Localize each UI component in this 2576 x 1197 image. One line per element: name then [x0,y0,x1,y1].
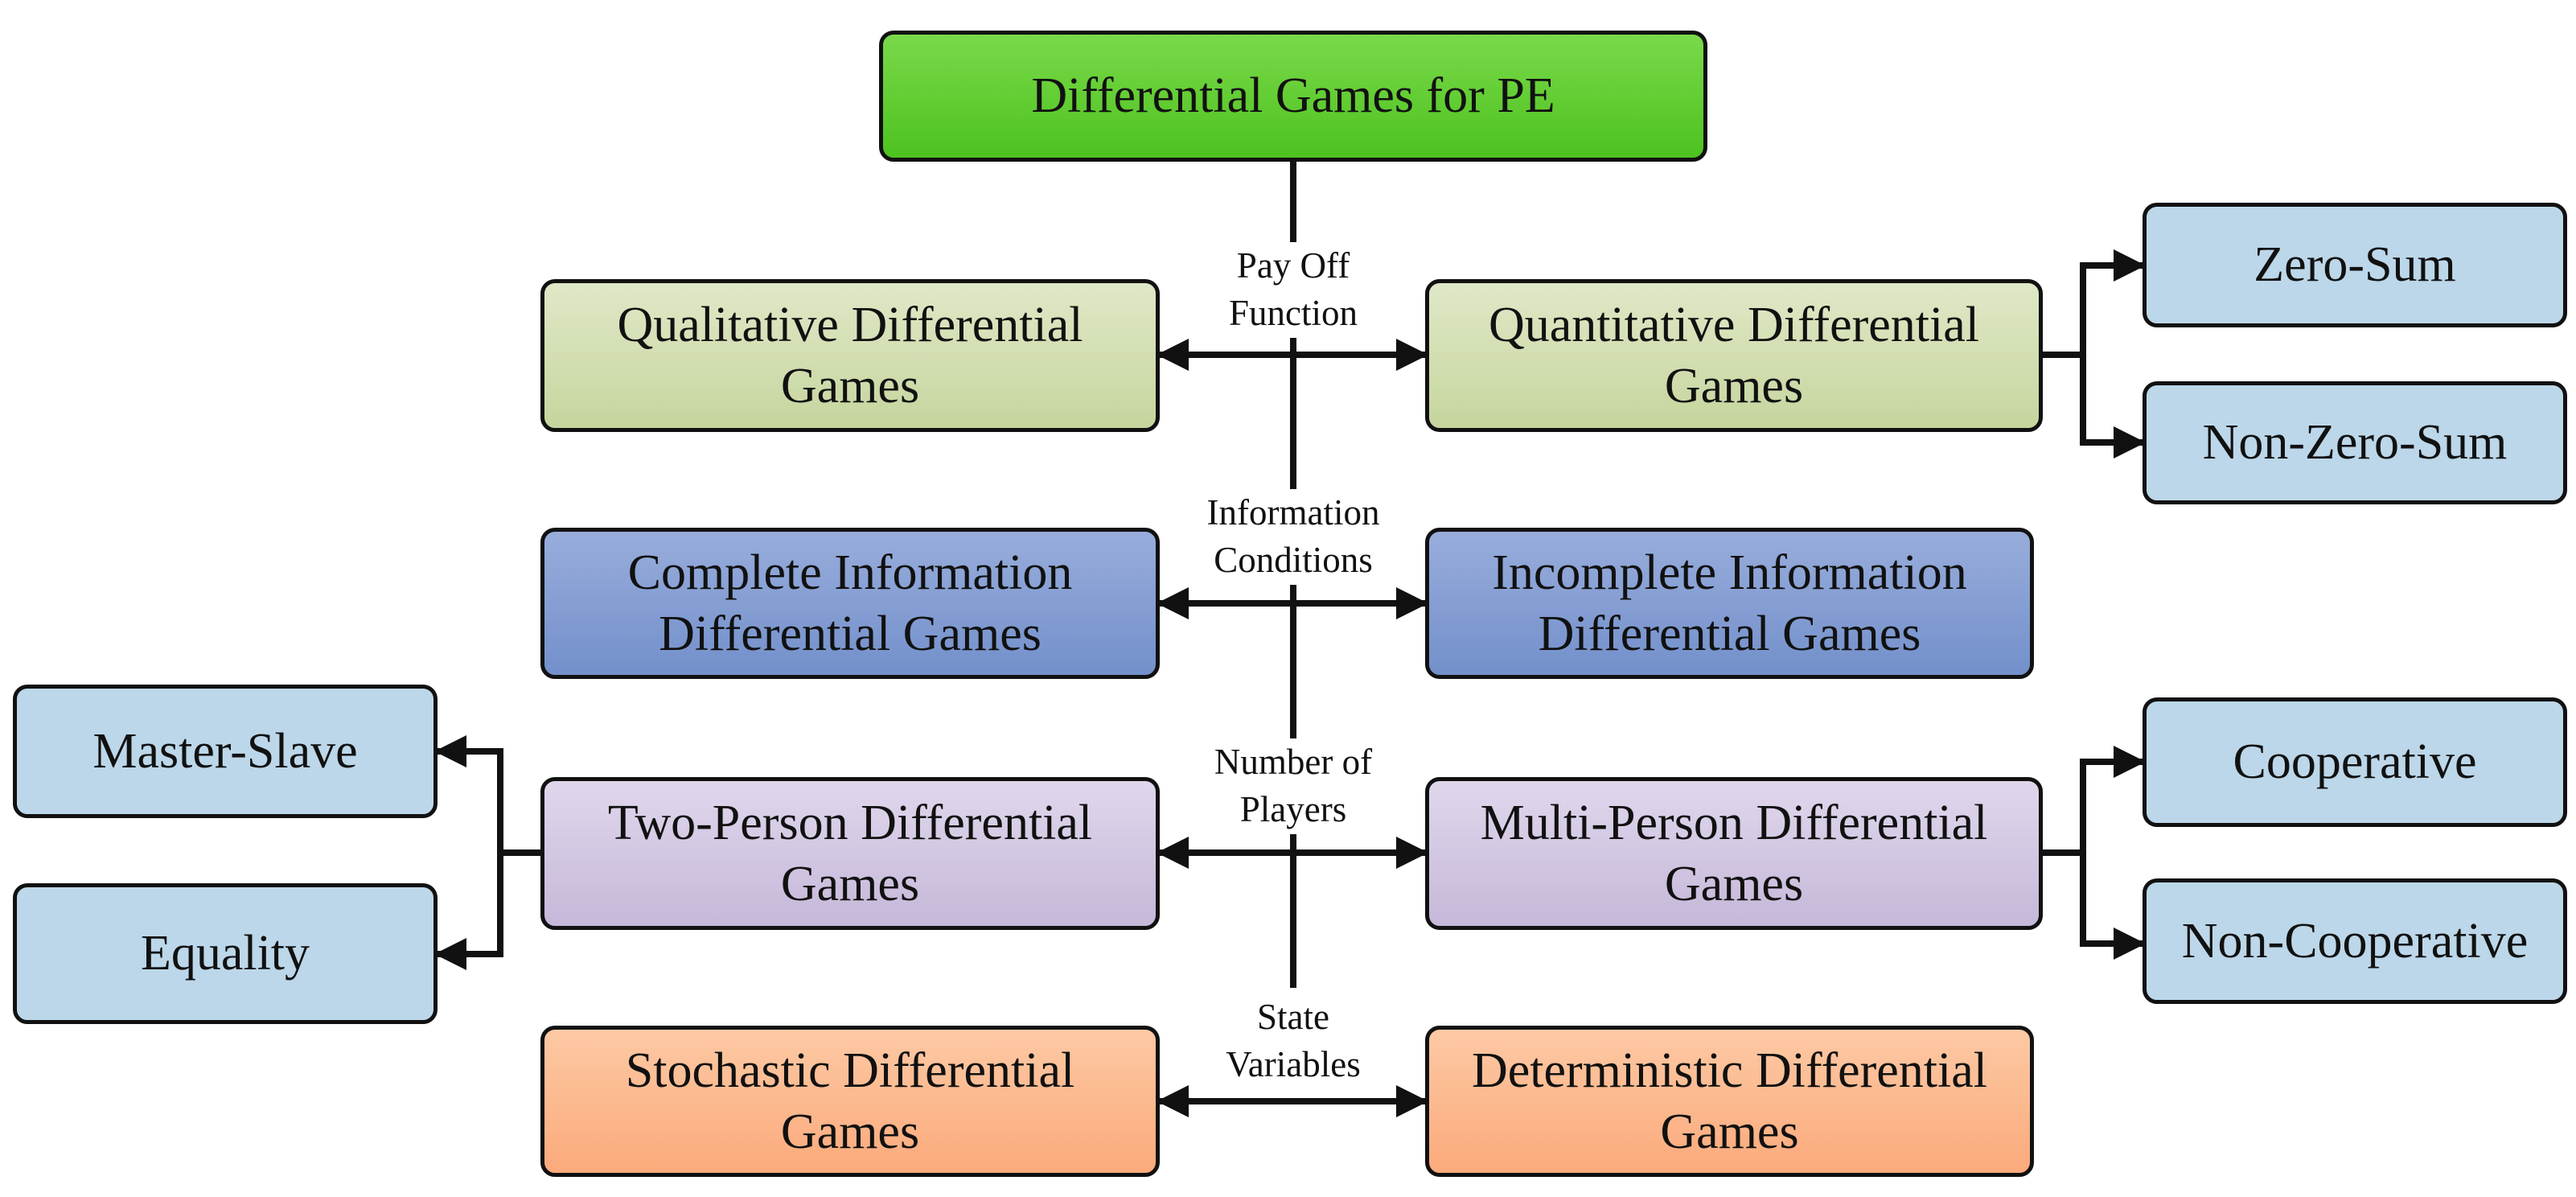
criterion-number-of-players: Number of Players [1193,738,1394,834]
root-node-label: Differential Games for PE [1031,68,1555,124]
stochastic-games-label: Stochastic Differential Games [625,1043,1075,1159]
multi-person-games-node: Multi-Person Differential Games [1425,777,2043,930]
non-cooperative-label: Non-Cooperative [2181,913,2529,969]
two-person-games-label: Two-Person Differential Games [607,795,1093,911]
non-zero-sum-label: Non-Zero-Sum [2202,415,2508,471]
non-cooperative-arrow [2080,853,2146,960]
criterion-payoff-function: Pay Off Function [1201,242,1386,338]
deterministic-games-node: Deterministic Differential Games [1425,1026,2034,1177]
deterministic-games-label: Deterministic Differential Games [1471,1043,1987,1159]
non-cooperative-node: Non-Cooperative [2143,878,2567,1004]
two-person-games-node: Two-Person Differential Games [540,777,1160,930]
incomplete-information-node: Incomplete Information Differential Game… [1425,528,2034,679]
complete-information-node: Complete Information Differential Games [540,528,1160,679]
equality-arrow [434,853,503,970]
non-zero-sum-node: Non-Zero-Sum [2143,381,2567,504]
complete-information-label: Complete Information Differential Games [627,545,1073,661]
master-slave-label: Master-Slave [92,723,358,779]
cooperative-arrow [2080,746,2146,853]
zero-sum-node: Zero-Sum [2143,203,2567,327]
equality-label: Equality [140,926,310,981]
stochastic-games-node: Stochastic Differential Games [540,1026,1160,1177]
master-slave-arrow [434,735,503,853]
non-zero-sum-arrow [2080,355,2146,459]
multi-person-games-label: Multi-Person Differential Games [1480,795,1988,911]
criterion-information-conditions: Information Conditions [1185,489,1402,585]
master-slave-node: Master-Slave [13,685,438,818]
equality-node: Equality [13,883,438,1024]
quantitative-games-label: Quantitative Differential Games [1488,297,1979,413]
zero-sum-label: Zero-Sum [2253,237,2456,293]
qualitative-games-node: Qualitative Differential Games [540,279,1160,432]
quantitative-games-node: Quantitative Differential Games [1425,279,2043,432]
cooperative-node: Cooperative [2143,697,2567,827]
root-node: Differential Games for PE [879,31,1707,162]
cooperative-label: Cooperative [2233,734,2477,790]
criterion-state-variables: State Variables [1217,993,1370,1089]
qualitative-games-label: Qualitative Differential Games [617,297,1083,413]
zero-sum-arrow [2080,249,2146,355]
incomplete-information-label: Incomplete Information Differential Game… [1492,545,1967,661]
